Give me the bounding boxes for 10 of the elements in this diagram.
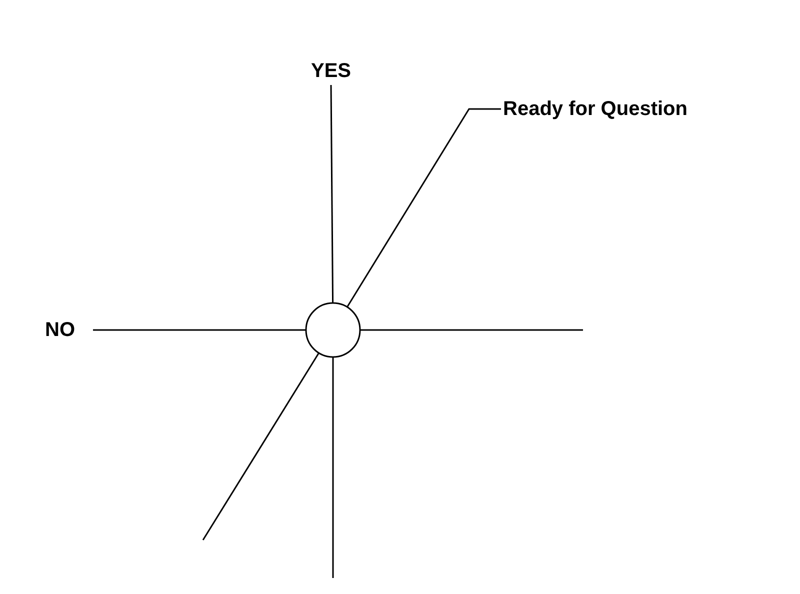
leader-line [346, 108, 501, 308]
leader-line [93, 329, 306, 331]
leader-line [330, 85, 334, 303]
axis-label: NO [45, 319, 75, 341]
line [360, 329, 583, 331]
center-circle [305, 302, 361, 358]
line [202, 352, 320, 540]
axis-label: YES [311, 60, 352, 82]
line [332, 357, 334, 578]
axis-label: Ready for Question [503, 98, 688, 120]
